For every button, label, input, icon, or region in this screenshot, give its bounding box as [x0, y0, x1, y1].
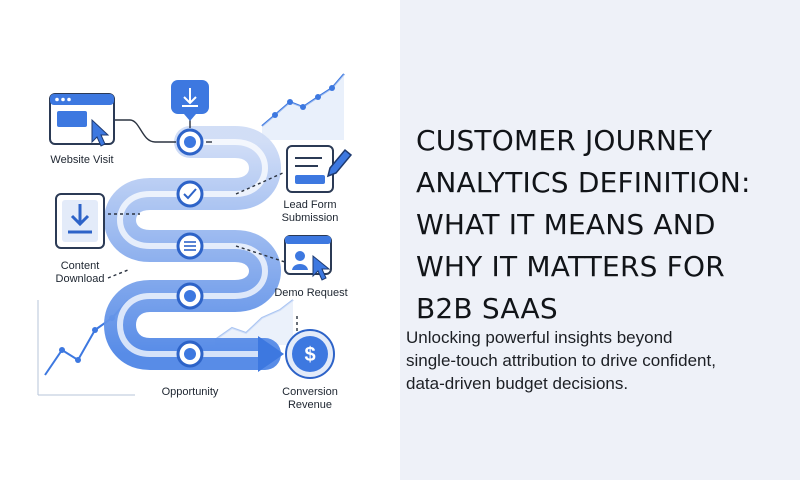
- browser-window-icon: [49, 93, 115, 145]
- check-icon: [183, 188, 197, 200]
- subtitle-line: Unlocking powerful insights beyond: [406, 328, 673, 347]
- trend-chart-mid-right: [214, 299, 294, 345]
- journey-arrow-head: [258, 336, 284, 372]
- pencil-icon: [326, 148, 353, 178]
- title-panel: [400, 0, 800, 480]
- list-icon: [184, 241, 196, 251]
- trend-chart-top-right: [261, 73, 345, 140]
- label-content-download-1: Content: [61, 260, 100, 272]
- subtitle-line: data-driven budget decisions.: [406, 374, 629, 393]
- label-conversion-1: Conversion: [282, 386, 338, 398]
- page-subtitle: Unlocking powerful insights beyond singl…: [406, 326, 776, 395]
- title-line: WHAT IT MEANS AND: [416, 208, 716, 241]
- node-content-download[interactable]: [176, 232, 204, 260]
- node-demo-request[interactable]: [176, 282, 204, 310]
- title-line: WHY IT MATTERS FOR: [416, 250, 725, 283]
- title-line: B2B SAAS: [416, 292, 558, 325]
- dollar-coin-icon: $: [285, 329, 335, 379]
- title-line: ANALYTICS DEFINITION:: [416, 166, 751, 199]
- label-opportunity: Opportunity: [162, 386, 219, 398]
- node-website-visit[interactable]: [176, 128, 204, 156]
- download-pin-icon: [171, 80, 209, 121]
- label-content-download-2: Download: [56, 273, 105, 285]
- label-lead-form-1: Lead Form: [283, 199, 336, 211]
- content-download-icon: [55, 193, 105, 249]
- trend-chart-bottom-left: [37, 299, 135, 396]
- label-website-visit: Website Visit: [50, 154, 113, 166]
- label-demo-request: Demo Request: [274, 287, 347, 299]
- subtitle-line: single-touch attribution to drive confid…: [406, 351, 716, 370]
- lead-form-icon: [286, 145, 334, 193]
- dollar-sign: $: [304, 344, 315, 366]
- node-lead-form[interactable]: [176, 180, 204, 208]
- demo-cursor-icon: [312, 254, 331, 281]
- label-conversion-2: Revenue: [288, 399, 332, 411]
- label-lead-form-2: Submission: [282, 212, 339, 224]
- page-title: CUSTOMER JOURNEY ANALYTICS DEFINITION: W…: [416, 120, 786, 330]
- customer-journey-diagram: Website Visit Lead Form Submission Conte…: [37, 73, 353, 411]
- node-opportunity[interactable]: [176, 340, 204, 368]
- cursor-icon: [91, 118, 110, 147]
- title-line: CUSTOMER JOURNEY: [416, 124, 713, 157]
